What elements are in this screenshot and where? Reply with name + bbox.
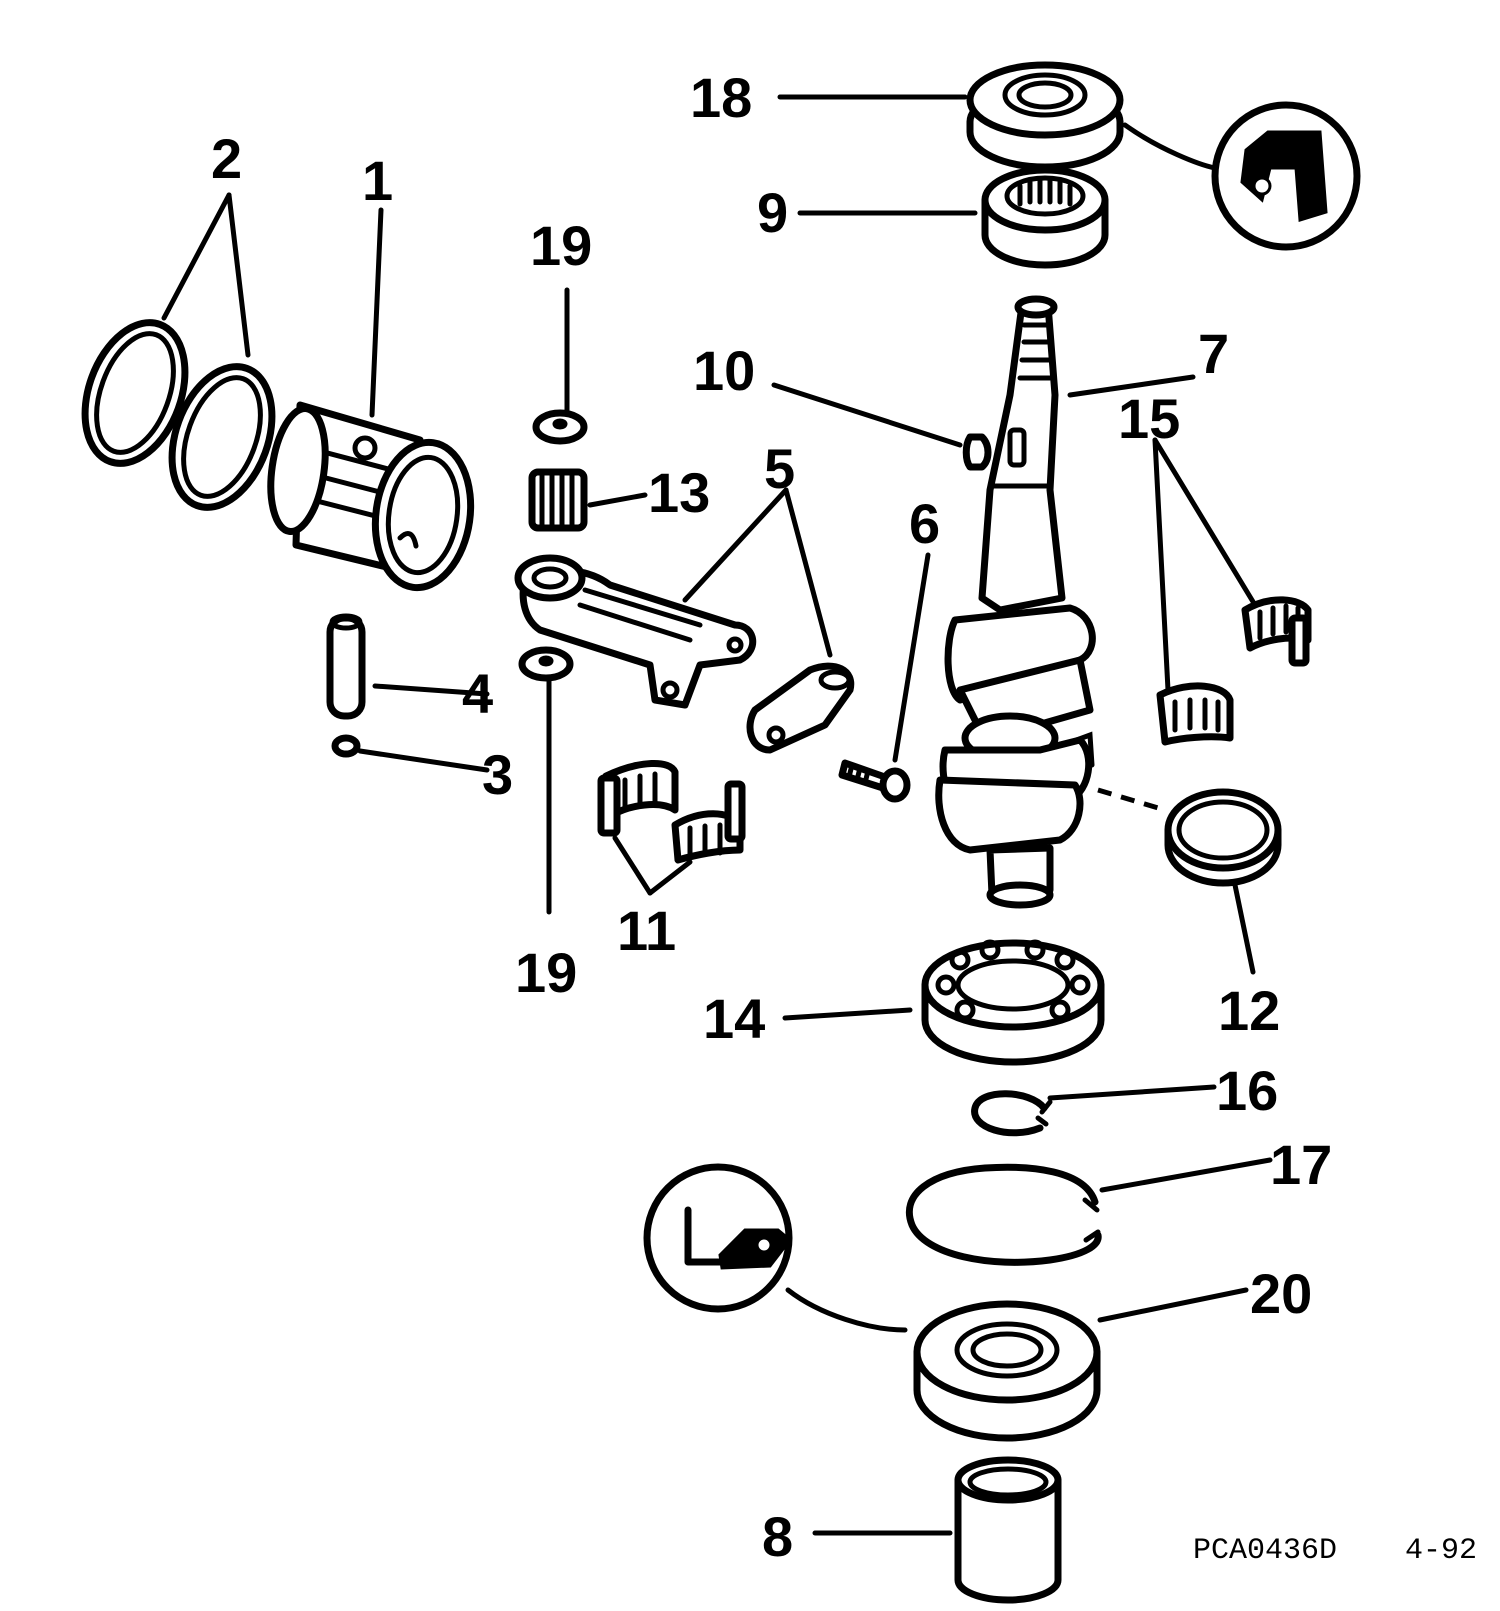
callout-5: 5	[764, 437, 795, 500]
wrist-pin-needle-bearing	[528, 468, 588, 532]
callout-9: 9	[757, 181, 788, 244]
rod-bolt	[838, 759, 911, 803]
lower-oil-seal	[913, 1300, 1101, 1442]
sealing-ring	[1164, 788, 1282, 887]
retaining-ring-large	[905, 1163, 1102, 1266]
piston-rings	[81, 319, 276, 511]
callout-20: 20	[1250, 1262, 1312, 1325]
callout-1: 1	[362, 149, 393, 212]
callout-12: 12	[1218, 979, 1280, 1042]
callout-2: 2	[211, 127, 242, 190]
callout-17: 17	[1270, 1133, 1332, 1196]
sealant-symbol-top	[1211, 101, 1361, 251]
piston-pin	[326, 613, 366, 720]
sealant-symbol-bottom	[643, 1163, 793, 1313]
connecting-rod-cap	[746, 662, 855, 754]
callout-15: 15	[1118, 387, 1180, 450]
figure-code: PCA0436D	[1193, 1534, 1337, 1568]
callout-8: 8	[762, 1505, 793, 1568]
retaining-ring-small	[971, 1090, 1053, 1137]
callout-6: 6	[909, 492, 940, 555]
callout-4: 4	[462, 662, 493, 725]
rod-needle-bearing-cages	[597, 759, 746, 864]
thrust-washer-bottom	[518, 646, 574, 682]
callout-11: 11	[617, 899, 676, 962]
callout-10: 10	[693, 339, 755, 402]
thrust-washer-top	[532, 409, 588, 445]
upper-roller-bearing	[981, 166, 1109, 269]
figure-date: 4-92	[1405, 1534, 1477, 1568]
callout-19-top: 19	[530, 214, 592, 277]
callout-16: 16	[1216, 1059, 1278, 1122]
upper-oil-seal	[966, 61, 1124, 171]
leader-lines	[161, 94, 1273, 1536]
pin-retainer	[331, 734, 361, 758]
piston	[267, 401, 475, 592]
callout-3: 3	[482, 743, 513, 806]
bushing	[954, 1456, 1062, 1604]
figure-footer: PCA0436D 4-92	[1193, 1534, 1477, 1568]
crankshaft	[935, 295, 1096, 909]
callout-labels: 18 9 2 1 19 10 7 15 13 5 6 4 3 11 19 12 …	[211, 66, 1332, 1568]
callout-18: 18	[690, 66, 752, 129]
callout-13: 13	[648, 461, 710, 524]
woodruff-key	[962, 433, 992, 471]
callout-19-bottom: 19	[515, 941, 577, 1004]
main-bearing-cages	[1156, 596, 1312, 746]
lower-ball-bearing	[921, 939, 1105, 1066]
callout-14: 14	[703, 987, 765, 1050]
connecting-rod	[514, 554, 757, 709]
callout-7: 7	[1198, 322, 1229, 385]
